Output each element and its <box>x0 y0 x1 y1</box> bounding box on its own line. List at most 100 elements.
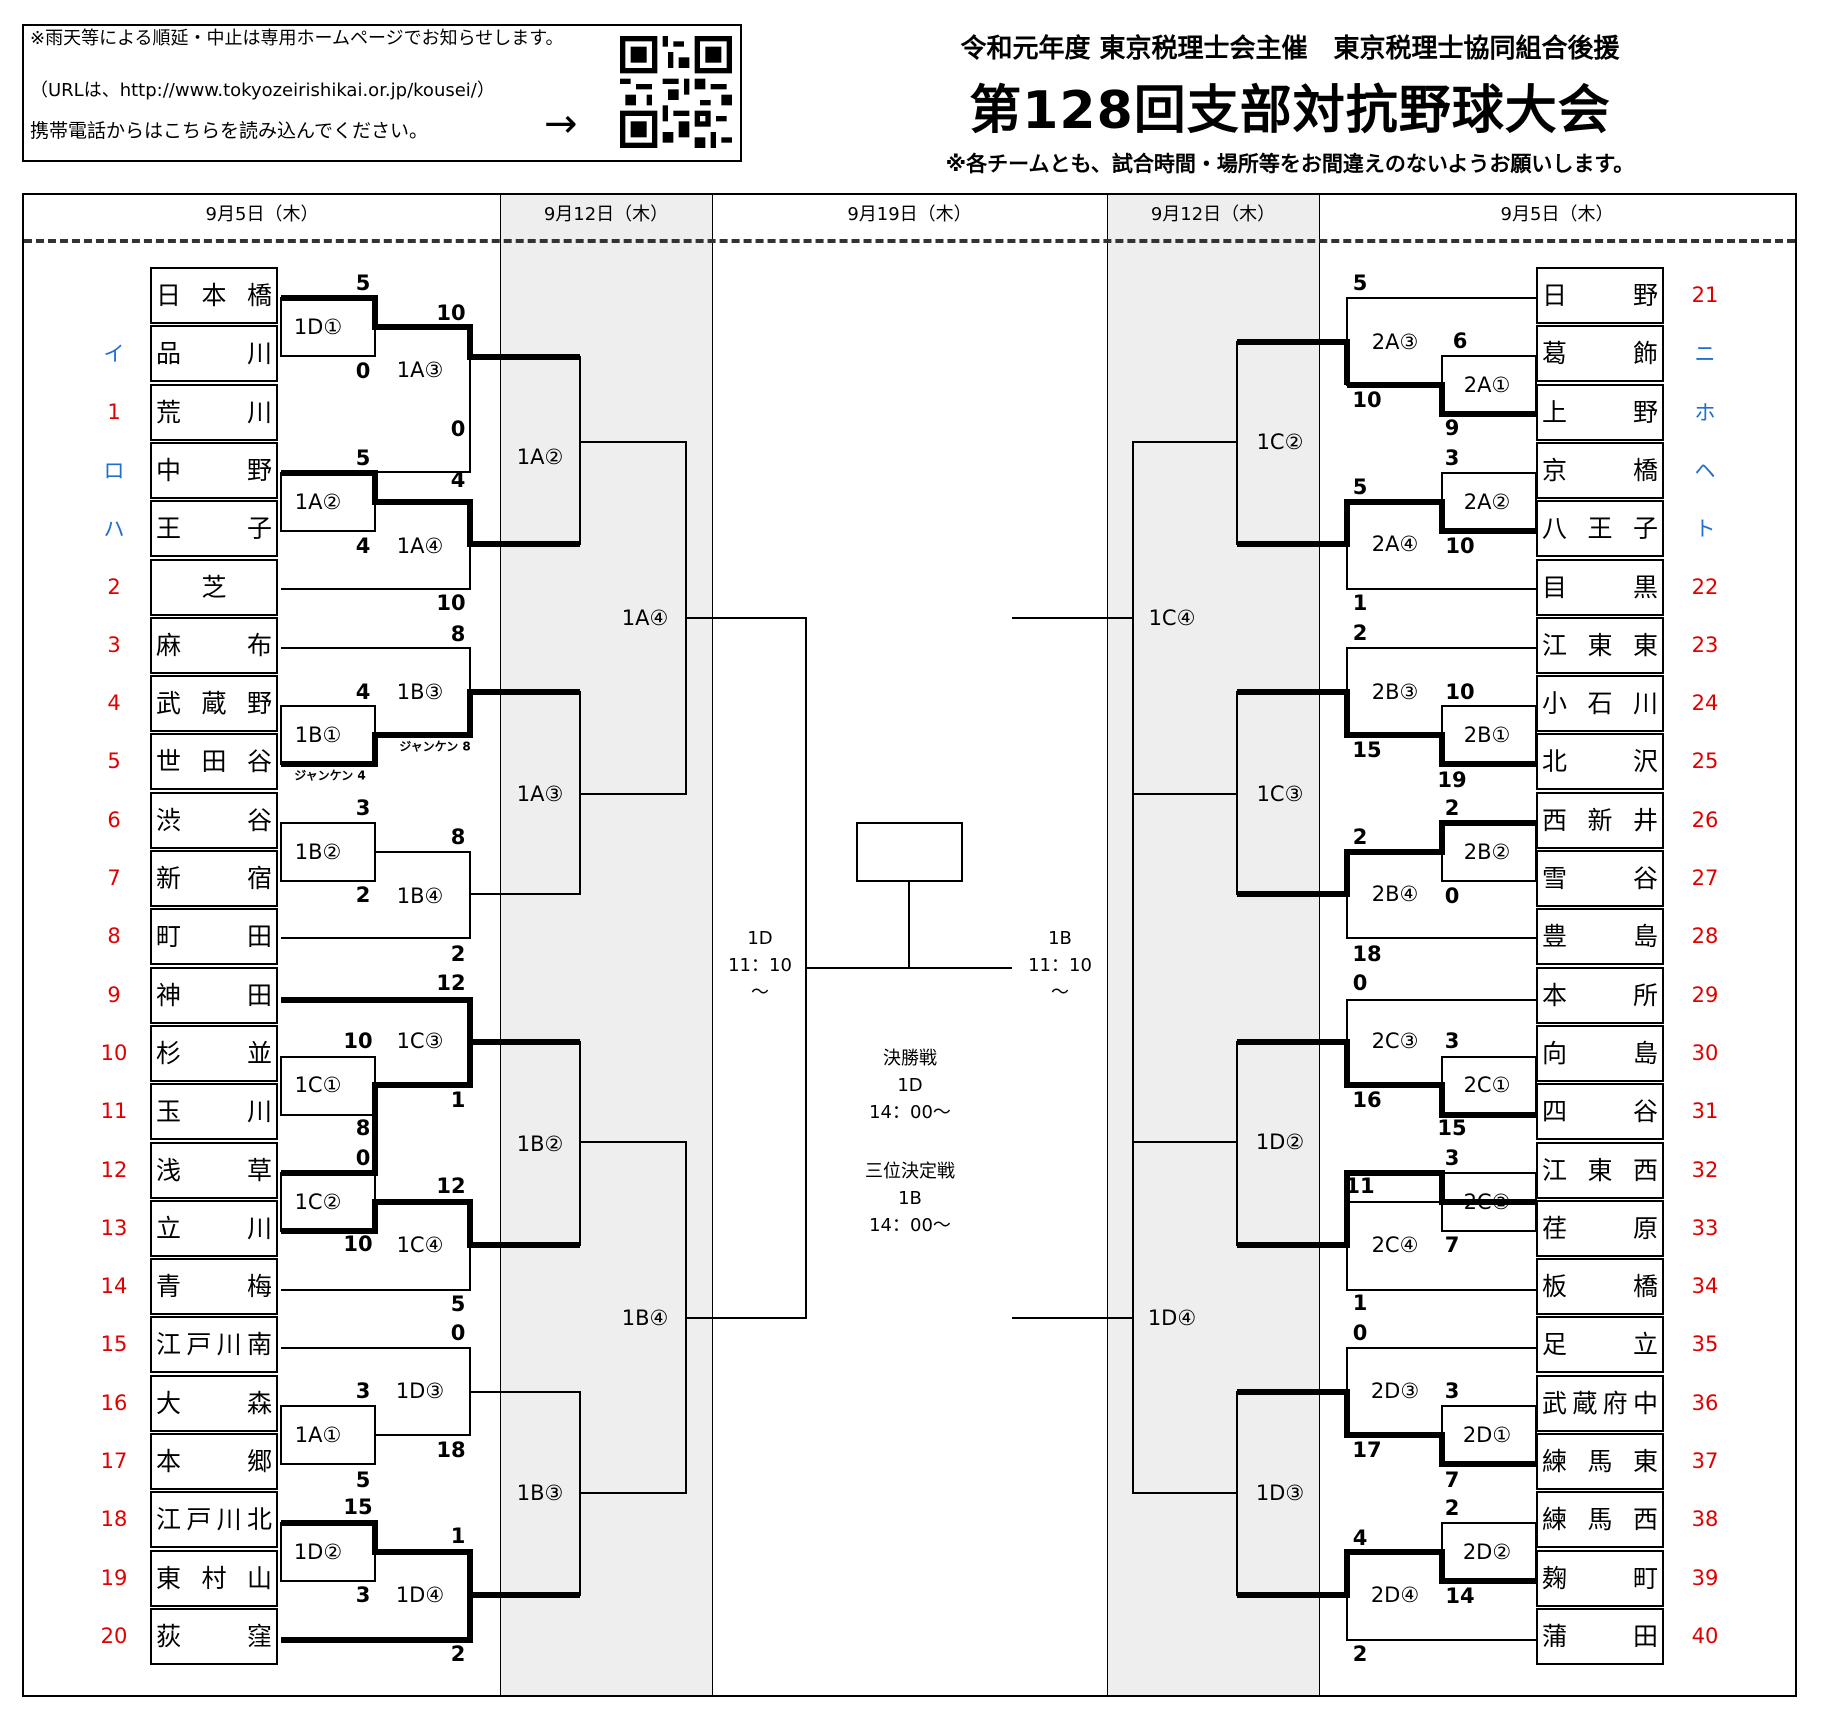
right-team-name: 西新井 <box>1542 805 1658 835</box>
right-team-number: ト <box>1694 517 1716 542</box>
left-team-name: 本郷 <box>156 1447 272 1476</box>
left-team-box: 立川 <box>150 1199 278 1257</box>
right-team-box: 荏原 <box>1536 1199 1664 1257</box>
right-team-number: 38 <box>1691 1507 1719 1532</box>
match-code-label: 1C④ <box>396 1233 444 1257</box>
notice-box: ※雨天等による順延・中止は専用ホームページでお知らせします。 （URLは、htt… <box>22 24 742 162</box>
third-place-time: 14：00～ <box>869 1215 951 1236</box>
left-team-box: 世田谷 <box>150 733 278 791</box>
left-team-name: 日本橋 <box>156 281 272 310</box>
score-value: 2 <box>1444 796 1460 820</box>
right-team-box: 北沢 <box>1536 733 1664 791</box>
match-code-label: 1D④ <box>395 1583 445 1607</box>
left-team-box: 江戸川北 <box>150 1491 278 1549</box>
left-team-name: 品川 <box>156 339 272 369</box>
left-team-box: 浅草 <box>150 1141 278 1199</box>
match-code-label: 1A② <box>516 445 564 469</box>
right-team-name: 京橋 <box>1542 455 1658 485</box>
left-team-box: 杉並 <box>150 1024 278 1082</box>
left-team-box: 武蔵野 <box>150 675 278 733</box>
page-title: 第128回支部対抗野球大会 <box>969 81 1611 141</box>
caution-note: ※各チームとも、試合時間・場所等をお間違えのないようお願いします。 <box>945 152 1635 176</box>
match-code-label: 1B② <box>294 840 342 864</box>
score-value: 15 <box>1437 1116 1467 1140</box>
match-code-label: 1C③ <box>1256 782 1304 806</box>
score-value: 5 <box>355 1468 371 1492</box>
score-value: 17 <box>1352 1438 1382 1462</box>
semifinal-left-tilde: ～ <box>751 982 769 1003</box>
left-team-number: 9 <box>107 982 121 1007</box>
right-team-name: 上野 <box>1542 397 1658 427</box>
left-team-name: 世田谷 <box>156 747 272 777</box>
left-team-number: 3 <box>107 632 121 657</box>
score-value: 2 <box>450 942 466 966</box>
match-code-label: 2A③ <box>1371 330 1419 354</box>
score-value: 2 <box>355 883 371 907</box>
third-place-venue: 1B <box>898 1188 922 1209</box>
right-team-box: 上野 <box>1536 383 1664 441</box>
left-team-box: 渋谷 <box>150 791 278 849</box>
left-team-number: ハ <box>103 517 125 542</box>
score-value: 0 <box>450 1321 466 1345</box>
date-header-round2-right: 9月12日（木） <box>1150 204 1276 225</box>
right-team-number: 25 <box>1691 749 1719 774</box>
right-team-number: 34 <box>1691 1274 1719 1299</box>
column-divider <box>1107 195 1108 1695</box>
left-team-number: 1 <box>107 399 121 424</box>
left-team-name: 荒川 <box>156 397 272 427</box>
score-value: 4 <box>355 680 371 704</box>
arrow-right-icon: → <box>544 101 578 147</box>
left-team-name: 中野 <box>156 455 272 485</box>
score-value: 9 <box>1444 416 1460 440</box>
right-team-box: 八王子 <box>1536 500 1664 558</box>
score-value: 15 <box>1352 738 1382 762</box>
notice-url-text[interactable]: （URLは、http://www.tokyozeirishikai.or.jp/… <box>30 80 495 101</box>
right-team-number: ニ <box>1694 342 1716 367</box>
score-value: 10 <box>1445 534 1475 558</box>
right-team-number: 24 <box>1691 691 1719 716</box>
left-team-number: 8 <box>107 924 121 949</box>
right-team-box: 京橋 <box>1536 441 1664 499</box>
score-value: 18 <box>436 1438 466 1462</box>
left-team-number: 2 <box>107 574 121 599</box>
janken-note: ジャンケン 4 <box>294 768 366 783</box>
match-code-label: 2D④ <box>1370 1583 1420 1607</box>
right-team-name: 麹町 <box>1542 1563 1658 1593</box>
score-value: 4 <box>1352 1526 1368 1550</box>
match-code-label: 1D② <box>293 1540 343 1564</box>
score-value: 0 <box>1352 971 1368 995</box>
qr-code-icon[interactable] <box>620 36 732 148</box>
score-value: 2 <box>1352 621 1368 645</box>
left-team-number: イ <box>103 342 125 367</box>
right-team-number: 32 <box>1691 1157 1719 1182</box>
score-value: 10 <box>343 1232 373 1256</box>
left-team-name: 東村山 <box>156 1563 272 1593</box>
right-team-box: 板橋 <box>1536 1258 1664 1316</box>
score-value: 2 <box>1352 825 1368 849</box>
left-team-number: 6 <box>107 807 121 832</box>
final-info: 決勝戦 1D 14：00～ <box>840 1045 980 1126</box>
left-team-name: 神田 <box>156 980 272 1010</box>
left-team-number: 18 <box>100 1507 128 1532</box>
score-value: 5 <box>355 446 371 470</box>
right-team-number: 22 <box>1691 574 1719 599</box>
right-team-box: 練馬東 <box>1536 1433 1664 1490</box>
match-code-label: 2D② <box>1462 1540 1512 1564</box>
left-team-box: 本郷 <box>150 1433 278 1490</box>
match-code-label: 2C③ <box>1371 1029 1419 1053</box>
left-team-number: 17 <box>100 1449 128 1473</box>
right-team-name: 練馬西 <box>1542 1505 1658 1535</box>
right-team-number: 33 <box>1691 1215 1719 1240</box>
score-value: 2 <box>1444 1496 1460 1520</box>
left-team-name: 町田 <box>156 922 272 952</box>
score-value: 2 <box>450 1642 466 1666</box>
date-header-semifinal: 9月19日（木） <box>847 204 972 225</box>
date-header-round1-left: 9月5日（木） <box>205 204 319 225</box>
right-team-number: 36 <box>1691 1390 1719 1415</box>
final-title: 決勝戦 <box>883 1048 937 1069</box>
right-team-number: 40 <box>1691 1623 1719 1648</box>
left-team-number: 13 <box>100 1215 128 1240</box>
right-team-box: 西新井 <box>1536 791 1664 849</box>
left-team-box: 江戸川南 <box>150 1316 278 1374</box>
left-team-number: ロ <box>103 458 125 483</box>
